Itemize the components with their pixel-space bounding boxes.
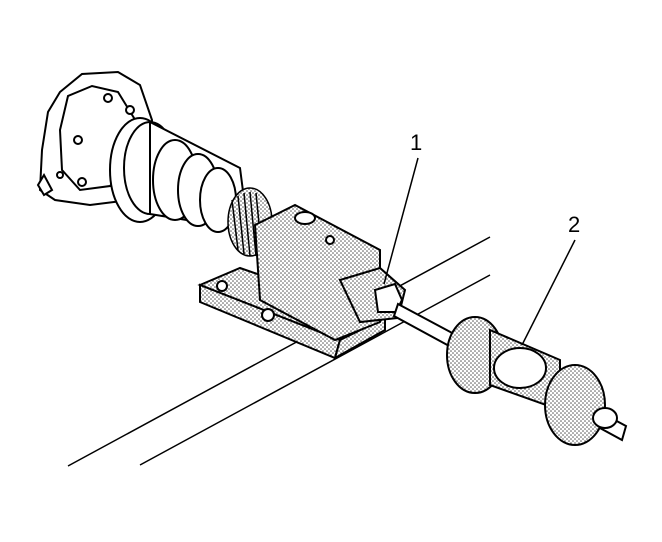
slide-hammer-weight	[446, 316, 618, 446]
callout-1: 1	[410, 130, 422, 155]
leader-2	[521, 239, 576, 346]
leader-1	[383, 157, 419, 285]
leader-lines	[383, 157, 576, 346]
fixture-block	[253, 203, 381, 342]
adapter-nut	[338, 266, 407, 324]
callout-2: 2	[568, 212, 580, 237]
shaft-body	[109, 117, 250, 233]
bench-lines	[67, 236, 491, 467]
